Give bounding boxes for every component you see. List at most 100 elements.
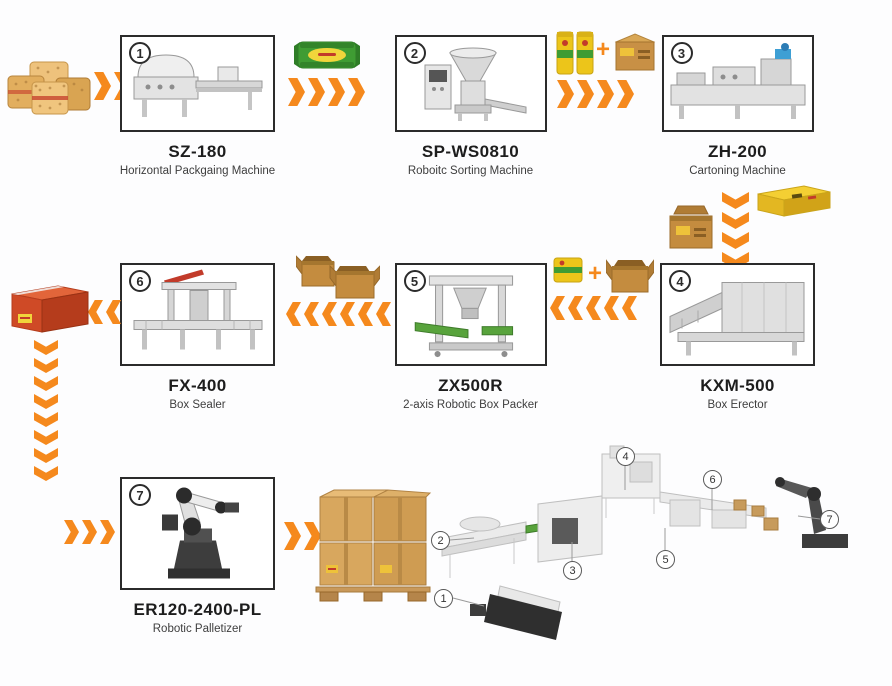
flat-pack-image [552,254,584,284]
pouch-pack-image [556,28,574,76]
pallet-boxes-image [312,487,434,605]
overview-callout-2: 2 [431,531,450,550]
pouch-pack-image [576,28,594,76]
step-badge-7: 7 [129,484,151,506]
machine-card-zx500r: 5 ZX500R 2-axis Robotic Box Packer [378,263,563,411]
arrow-5-to-6 [286,302,391,326]
carton-box-image [612,30,658,74]
chevron-icon [722,232,749,249]
chevron-icon [34,376,58,391]
machine-description: Roboitc Sorting Machine [407,165,534,177]
chevron-icon [100,520,115,544]
chevron-icon [34,394,58,409]
chevron-icon [284,522,301,550]
overview-callout-3: 3 [563,561,582,580]
palletizer-robot-illustration [162,487,239,579]
step-badge-6: 6 [129,270,151,292]
chevron-icon [34,448,58,463]
chevron-icon [376,302,391,326]
arrow-2-to-3 [557,80,634,108]
machine-model: ZX500R [438,376,503,395]
flat-carton-image [752,184,834,220]
machine-image-box-3: 3 [661,35,814,132]
machine-description: 2-axis Robotic Box Packer [403,399,538,411]
box-sealer-illustration [133,269,263,350]
crackers-product-image [6,52,94,118]
machine-card-er120: 7 ER120-2400-PL Robotic Palletizer [105,477,290,635]
machine-card-sz180: 1 SZ-180 Horizontal Packgaing Machine [105,35,290,177]
chevron-icon [340,302,355,326]
machine-image-box-2: 2 [394,35,547,132]
machine-model: SP-WS0810 [421,142,520,161]
machine-card-zh200: 3 ZH-200 Cartoning Machine [645,35,830,177]
chevron-icon [288,78,305,106]
arrow-into-7 [64,520,115,544]
machine-model: ZH-200 [707,142,768,161]
open-cartons-image [296,248,380,302]
chevron-icon [597,80,614,108]
step-badge-3: 3 [670,42,693,64]
step-badge-5: 5 [403,270,426,292]
arrow-6-to-sealed-box [88,300,121,324]
arrow-1-to-2 [288,78,365,106]
chevron-icon [94,72,111,100]
chevron-icon [304,522,321,550]
chevron-icon [34,430,58,445]
chevron-icon [308,78,325,106]
chevron-icon [604,296,619,320]
flow-wrapped-pack-image [292,34,362,74]
chevron-icon [348,78,365,106]
chevron-icon [586,296,601,320]
chevron-icon [322,302,337,326]
step-badge-2: 2 [403,42,426,64]
chevron-icon [64,520,79,544]
overview-callout-5: 5 [656,550,675,569]
overview-callout-1: 1 [434,589,453,608]
chevron-icon [617,80,634,108]
sealed-box-image [6,282,92,338]
sorting-machine-illustration [424,47,526,121]
chevron-icon [622,296,637,320]
machine-image-box-7: 7 [120,477,275,590]
chevron-icon [557,80,574,108]
machine-image-box-4: 4 [660,263,815,366]
open-carton-image [606,252,654,294]
overview-callout-6: 6 [703,470,722,489]
cartoning-machine-illustration [670,43,805,119]
chevron-icon [577,80,594,108]
machine-card-kxm500: 4 KXM-500 Box Erector [645,263,830,411]
chevron-icon [568,296,583,320]
overview-callout-4: 4 [616,447,635,466]
machine-description: Box Sealer [169,399,226,411]
chevron-icon [34,358,58,373]
chevron-icon [82,520,97,544]
machine-image-box-1: 1 [120,35,275,132]
machine-description: Box Erector [707,399,768,411]
carton-box-image [662,202,720,252]
machine-description: Cartoning Machine [689,165,786,177]
plus-sign: + [596,36,611,63]
machine-model: ER120-2400-PL [133,600,262,619]
chevron-icon [106,300,121,324]
arrow-4-to-5 [550,296,637,320]
chevron-icon [34,412,58,427]
plus-sign: + [588,260,603,287]
step-badge-1: 1 [129,42,151,64]
chevron-icon [34,466,58,481]
machine-image-box-6: 6 [120,263,275,366]
flow-wrapper-illustration [133,54,263,117]
chevron-icon [722,212,749,229]
arrow-sealed-box-down [34,340,58,481]
chevron-icon [304,302,319,326]
step-badge-4: 4 [669,270,691,292]
machine-image-box-5: 5 [394,263,547,366]
production-line-overview [434,426,890,676]
machine-description: Robotic Palletizer [152,623,243,635]
machine-model: FX-400 [168,376,227,395]
machine-model: KXM-500 [700,376,775,395]
machine-card-spws0810: 2 SP-WS0810 Roboitc Sorting Machine [378,35,563,177]
chevron-icon [358,302,373,326]
machine-model: SZ-180 [168,142,227,161]
chevron-icon [34,340,58,355]
